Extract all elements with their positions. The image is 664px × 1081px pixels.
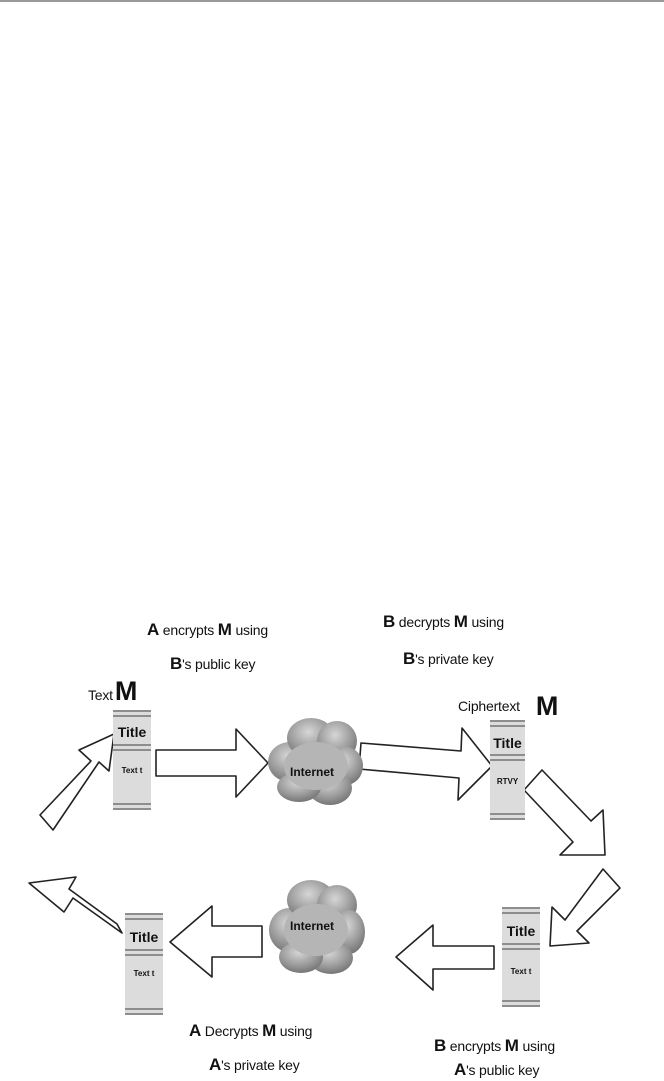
verb: encrypts <box>449 1038 502 1054</box>
plaintext-label: TextM <box>88 676 137 707</box>
caption-tail: 's private key <box>415 651 494 667</box>
actor: A <box>189 1021 202 1040</box>
actor: A <box>147 620 160 639</box>
message-symbol: M <box>453 612 468 631</box>
internet-cloud-top <box>268 718 363 805</box>
actor: B <box>170 654 183 673</box>
caption-b-private-key: B's private key <box>403 649 494 669</box>
document-title: Title <box>493 735 522 751</box>
ciphertext-word: Ciphertext <box>458 698 520 714</box>
arrow-plaintext-to-internet <box>155 728 269 798</box>
caption-tail: using <box>522 1038 555 1054</box>
arrow-internet-to-ciphertext <box>358 727 493 801</box>
internet-cloud-bottom <box>269 880 365 974</box>
caption-a-public-key: A's public key <box>454 1060 539 1080</box>
message-symbol: M <box>114 676 138 706</box>
verb: Decrypts <box>204 1023 259 1039</box>
caption-b-public-key: B's public key <box>170 654 255 674</box>
arrow-bottom-left-up <box>28 876 123 934</box>
caption-tail: 's private key <box>221 1057 300 1073</box>
document-title: Title <box>129 929 159 945</box>
arrow-back-to-plaintext <box>39 733 115 831</box>
caption-tail: using <box>279 1023 313 1039</box>
ciphertext-document: Title RTVY <box>490 720 525 820</box>
document-body: Text t <box>121 766 143 775</box>
internet-label-bottom: Internet <box>290 919 335 933</box>
caption-b-encrypts: B encrypts M using <box>434 1036 555 1056</box>
caption-a-private-key: A's private key <box>209 1055 300 1075</box>
caption-a-encrypts: A encrypts M using <box>147 620 268 640</box>
plaintext-word: Text <box>88 687 113 703</box>
arrow-to-bottom-right-doc <box>549 868 621 947</box>
plaintext-document-bottom-left: Title Text t <box>125 913 163 1015</box>
internet-label-top: Internet <box>290 765 335 779</box>
caption-tail: using <box>471 614 504 630</box>
document-title: Title <box>117 724 147 740</box>
actor: B <box>403 649 416 668</box>
arrow-ciphertext-down <box>523 769 606 856</box>
message-symbol: M <box>262 1021 277 1040</box>
caption-a-decrypts: A Decrypts M using <box>189 1021 312 1041</box>
caption-tail: 's public key <box>182 656 256 672</box>
actor: A <box>209 1055 222 1074</box>
arrow-bottom-doc-to-internet <box>395 924 495 991</box>
plaintext-document-bottom-right: Title Text t <box>502 907 540 1007</box>
document-body: RTVY <box>496 777 519 786</box>
caption-tail: using <box>235 622 268 638</box>
plaintext-document-top: Title Text t <box>113 710 151 810</box>
message-symbol: M <box>504 1036 519 1055</box>
verb: encrypts <box>162 622 215 638</box>
caption-tail: 's public key <box>466 1062 540 1078</box>
document-body: Text t <box>133 969 155 978</box>
top-rule <box>0 0 664 2</box>
message-symbol: M <box>535 691 559 721</box>
message-symbol: M <box>217 620 232 639</box>
verb: decrypts <box>398 614 451 630</box>
actor: A <box>454 1060 467 1079</box>
ciphertext-label: Ciphertext M <box>458 691 558 722</box>
document-title: Title <box>506 923 536 939</box>
arrow-internet-to-bottom-left-doc <box>169 905 263 978</box>
actor: B <box>383 612 396 631</box>
caption-b-decrypts: B decrypts M using <box>383 612 504 632</box>
actor: B <box>434 1036 447 1055</box>
document-body: Text t <box>510 967 532 976</box>
